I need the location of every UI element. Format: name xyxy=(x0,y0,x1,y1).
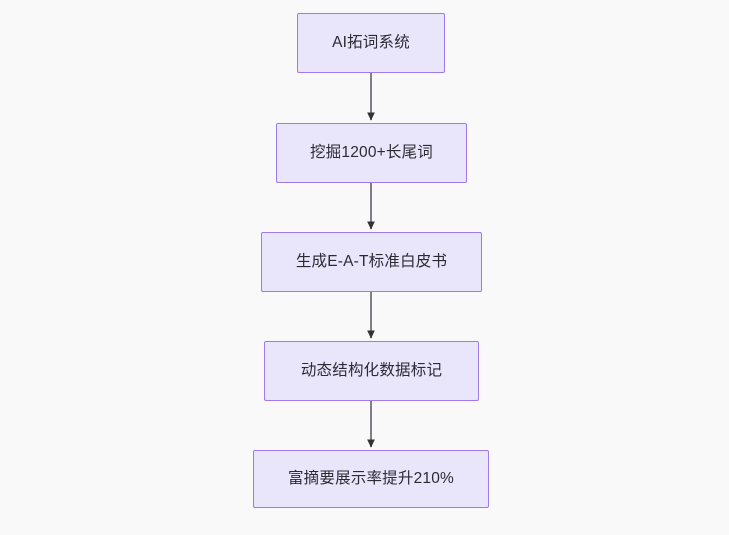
flow-node-label: 挖掘1200+长尾词 xyxy=(309,143,434,161)
flow-node-rich-snippet-result[interactable]: 富摘要展示率提升210% xyxy=(253,450,489,508)
flow-node-mine-longtail-keywords[interactable]: 挖掘1200+长尾词 xyxy=(276,123,467,183)
flow-node-generate-eat-whitepaper[interactable]: 生成E-A-T标准白皮书 xyxy=(261,232,482,292)
flow-node-label: 动态结构化数据标记 xyxy=(300,361,443,379)
flow-node-dynamic-structured-data[interactable]: 动态结构化数据标记 xyxy=(264,341,479,401)
flow-node-label: 富摘要展示率提升210% xyxy=(287,469,455,487)
flow-node-ai-keyword-system[interactable]: AI拓词系统 xyxy=(297,13,445,73)
flow-node-label: AI拓词系统 xyxy=(332,33,410,51)
flow-node-label: 生成E-A-T标准白皮书 xyxy=(295,252,448,270)
